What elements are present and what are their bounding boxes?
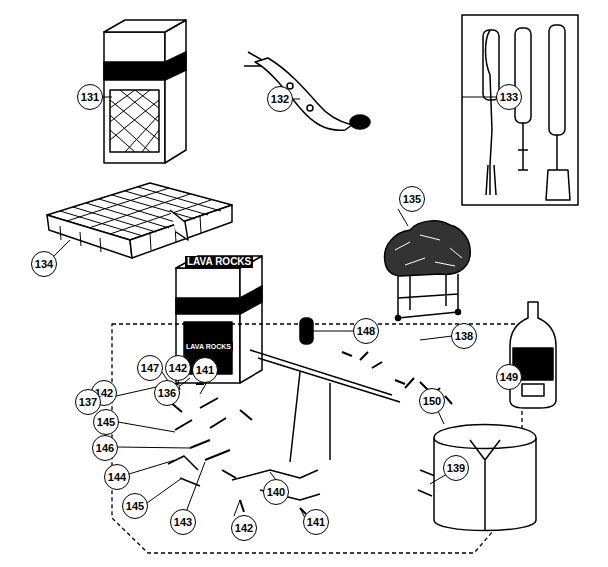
- callout-number: 141: [196, 365, 214, 376]
- package-label: LAVA ROCKS: [184, 342, 233, 351]
- callout-circle: 145: [93, 409, 119, 435]
- callout-circle: 142: [165, 355, 191, 381]
- callout-number: 137: [79, 397, 97, 408]
- callout-number: 148: [357, 326, 375, 337]
- callout-circle: 146: [92, 435, 118, 461]
- callout-circle: 144: [104, 464, 130, 490]
- callout-number: 142: [235, 523, 253, 534]
- callout-circle: 149: [496, 364, 522, 390]
- callout-circle: 140: [263, 479, 289, 505]
- callout-number: 142: [169, 363, 187, 374]
- callout-number: 139: [447, 463, 465, 474]
- callout-circle: 136: [154, 380, 180, 406]
- callout-circle: 131: [77, 84, 103, 110]
- callout-number: 144: [108, 472, 126, 483]
- callout-number: 134: [35, 259, 53, 270]
- callout-number: 138: [455, 331, 473, 342]
- callout-number: 143: [174, 517, 192, 528]
- callout-number: 140: [267, 487, 285, 498]
- callout-number: 141: [307, 517, 325, 528]
- callout-number: 136: [158, 388, 176, 399]
- callout-circle: 141: [192, 357, 218, 383]
- callout-circle: 148: [353, 318, 379, 344]
- callout-circle: 143: [170, 509, 196, 535]
- callout-circle: 138: [451, 323, 477, 349]
- callout-circle: 133: [496, 84, 522, 110]
- callout-number: 146: [96, 443, 114, 454]
- callout-circle: 135: [399, 186, 425, 212]
- callout-number: 147: [141, 363, 159, 374]
- callout-circle: 147: [137, 355, 163, 381]
- callout-circle: 134: [31, 251, 57, 277]
- package-label: LAVA ROCKS: [185, 256, 253, 268]
- callout-number: 132: [271, 94, 289, 105]
- callout-number: 133: [500, 92, 518, 103]
- callout-number: 150: [423, 396, 441, 407]
- callout-number: 145: [126, 501, 144, 512]
- callout-circle: 141: [303, 509, 329, 535]
- callout-number: 131: [81, 92, 99, 103]
- callout-circle: 142: [231, 515, 257, 541]
- callout-circle: 132: [267, 86, 293, 112]
- callout-number: 135: [403, 194, 421, 205]
- callout-circle: 145: [122, 493, 148, 519]
- callout-number: 149: [500, 372, 518, 383]
- callout-circle: 139: [443, 455, 469, 481]
- callout-circle: 150: [419, 388, 445, 414]
- callout-number: 145: [97, 417, 115, 428]
